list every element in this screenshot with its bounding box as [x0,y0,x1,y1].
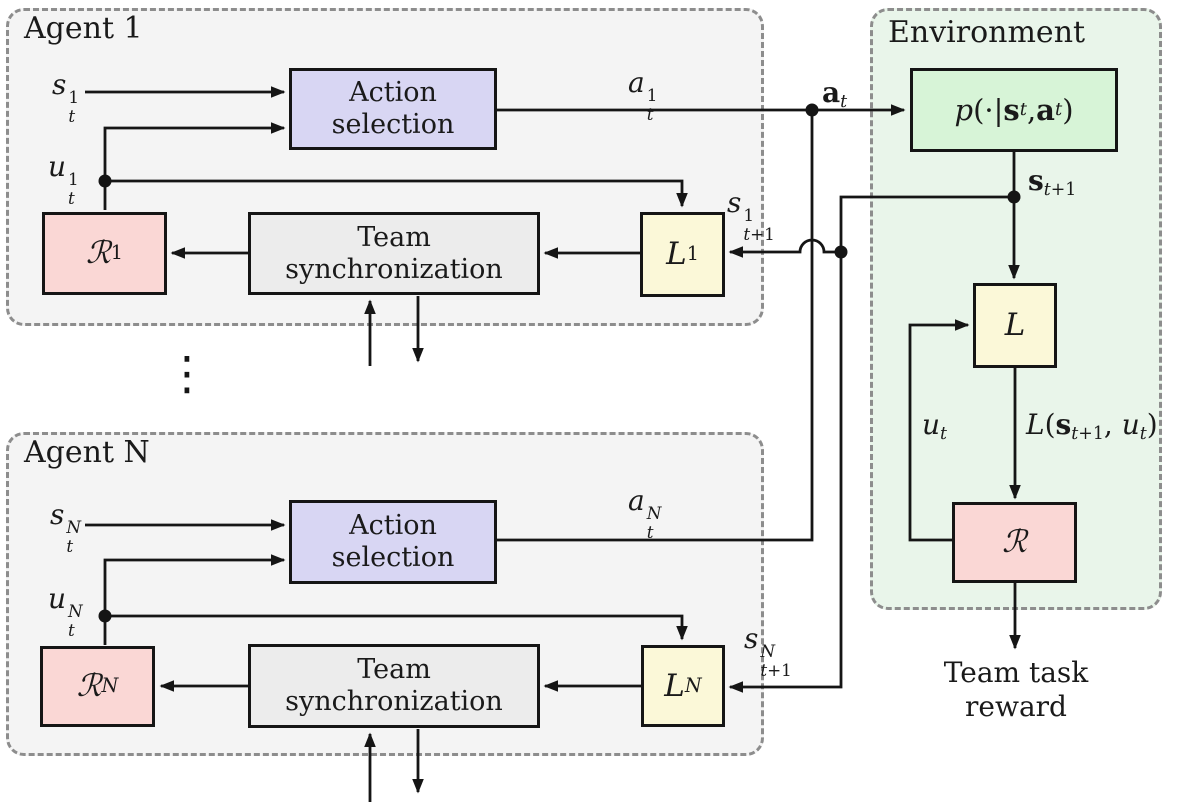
likelihood-output-label: L(st+1, ut) [1026,408,1158,445]
junction-joint-action [805,103,819,117]
agent1-title: Agent 1 [24,11,143,46]
wire-agentN-action-out [497,112,814,542]
junction-next-state-branch [834,245,848,259]
joint-action-label: at [822,76,848,113]
environment-reward-box: ℛ [952,502,1077,583]
wire-nextstate-branch [839,195,1014,252]
junction-utility1 [98,174,112,188]
utility-label: ut [922,408,948,445]
wire-agent1-utility-in [103,122,286,181]
wire-nextstate-to-likelihoodN [728,252,843,693]
wire-agentN-utility-in [103,554,286,616]
agentN-title: Agent N [24,435,150,470]
wire-reward-feedback [908,319,970,542]
wire-agent1-utility-to-likelihood [105,179,688,208]
next-state-label: st+1 [1028,164,1077,201]
environment-title: Environment [888,15,1086,50]
junction-next-state [1007,190,1021,204]
environment-likelihood-box: L [973,283,1057,368]
junction-utilityN [98,609,112,623]
wire-agentN-utility-to-likelihood [105,614,688,641]
agents-ellipsis: ⋮ [164,346,210,400]
